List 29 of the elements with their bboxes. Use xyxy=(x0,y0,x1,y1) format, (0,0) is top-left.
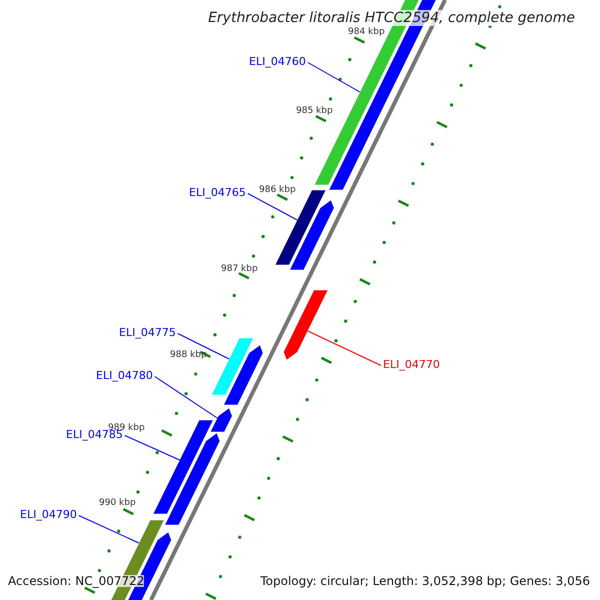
leader-line xyxy=(177,333,230,360)
gene-label: ELI_04765 xyxy=(189,187,246,198)
gene-bar xyxy=(283,290,328,360)
gene-bar xyxy=(210,408,232,432)
leader-line xyxy=(78,515,140,544)
gene-label: ELI_04775 xyxy=(119,327,176,338)
accession-text: Accession: NC_007722 xyxy=(8,575,144,587)
genome-info-text: Topology: circular; Length: 3,052,398 bp; Genes: 3,056 xyxy=(260,575,590,587)
tick-label: 990 kbp xyxy=(99,499,136,508)
tick-label: 988 kbp xyxy=(170,351,207,360)
gene-bar xyxy=(223,344,264,406)
tick-label: 984 kbp xyxy=(348,28,385,37)
leader-line xyxy=(247,193,298,220)
gene-label: ELI_04770 xyxy=(383,359,440,370)
tick-label: 986 kbp xyxy=(259,186,296,195)
gene-bar xyxy=(211,338,254,396)
gene-bar xyxy=(164,432,220,526)
gene-label: ELI_04780 xyxy=(96,370,153,381)
tick-label: 985 kbp xyxy=(296,107,333,116)
leader-line xyxy=(124,435,180,460)
tick-label: 987 kbp xyxy=(221,265,258,274)
leader-line xyxy=(307,330,382,366)
leader-line xyxy=(154,376,218,418)
gene-bar xyxy=(289,200,334,270)
gene-bar xyxy=(152,420,214,514)
leader-line xyxy=(307,62,360,92)
gene-label: ELI_04760 xyxy=(249,56,306,67)
gene-label: ELI_04785 xyxy=(66,429,123,440)
gene-label: ELI_04790 xyxy=(20,509,77,520)
